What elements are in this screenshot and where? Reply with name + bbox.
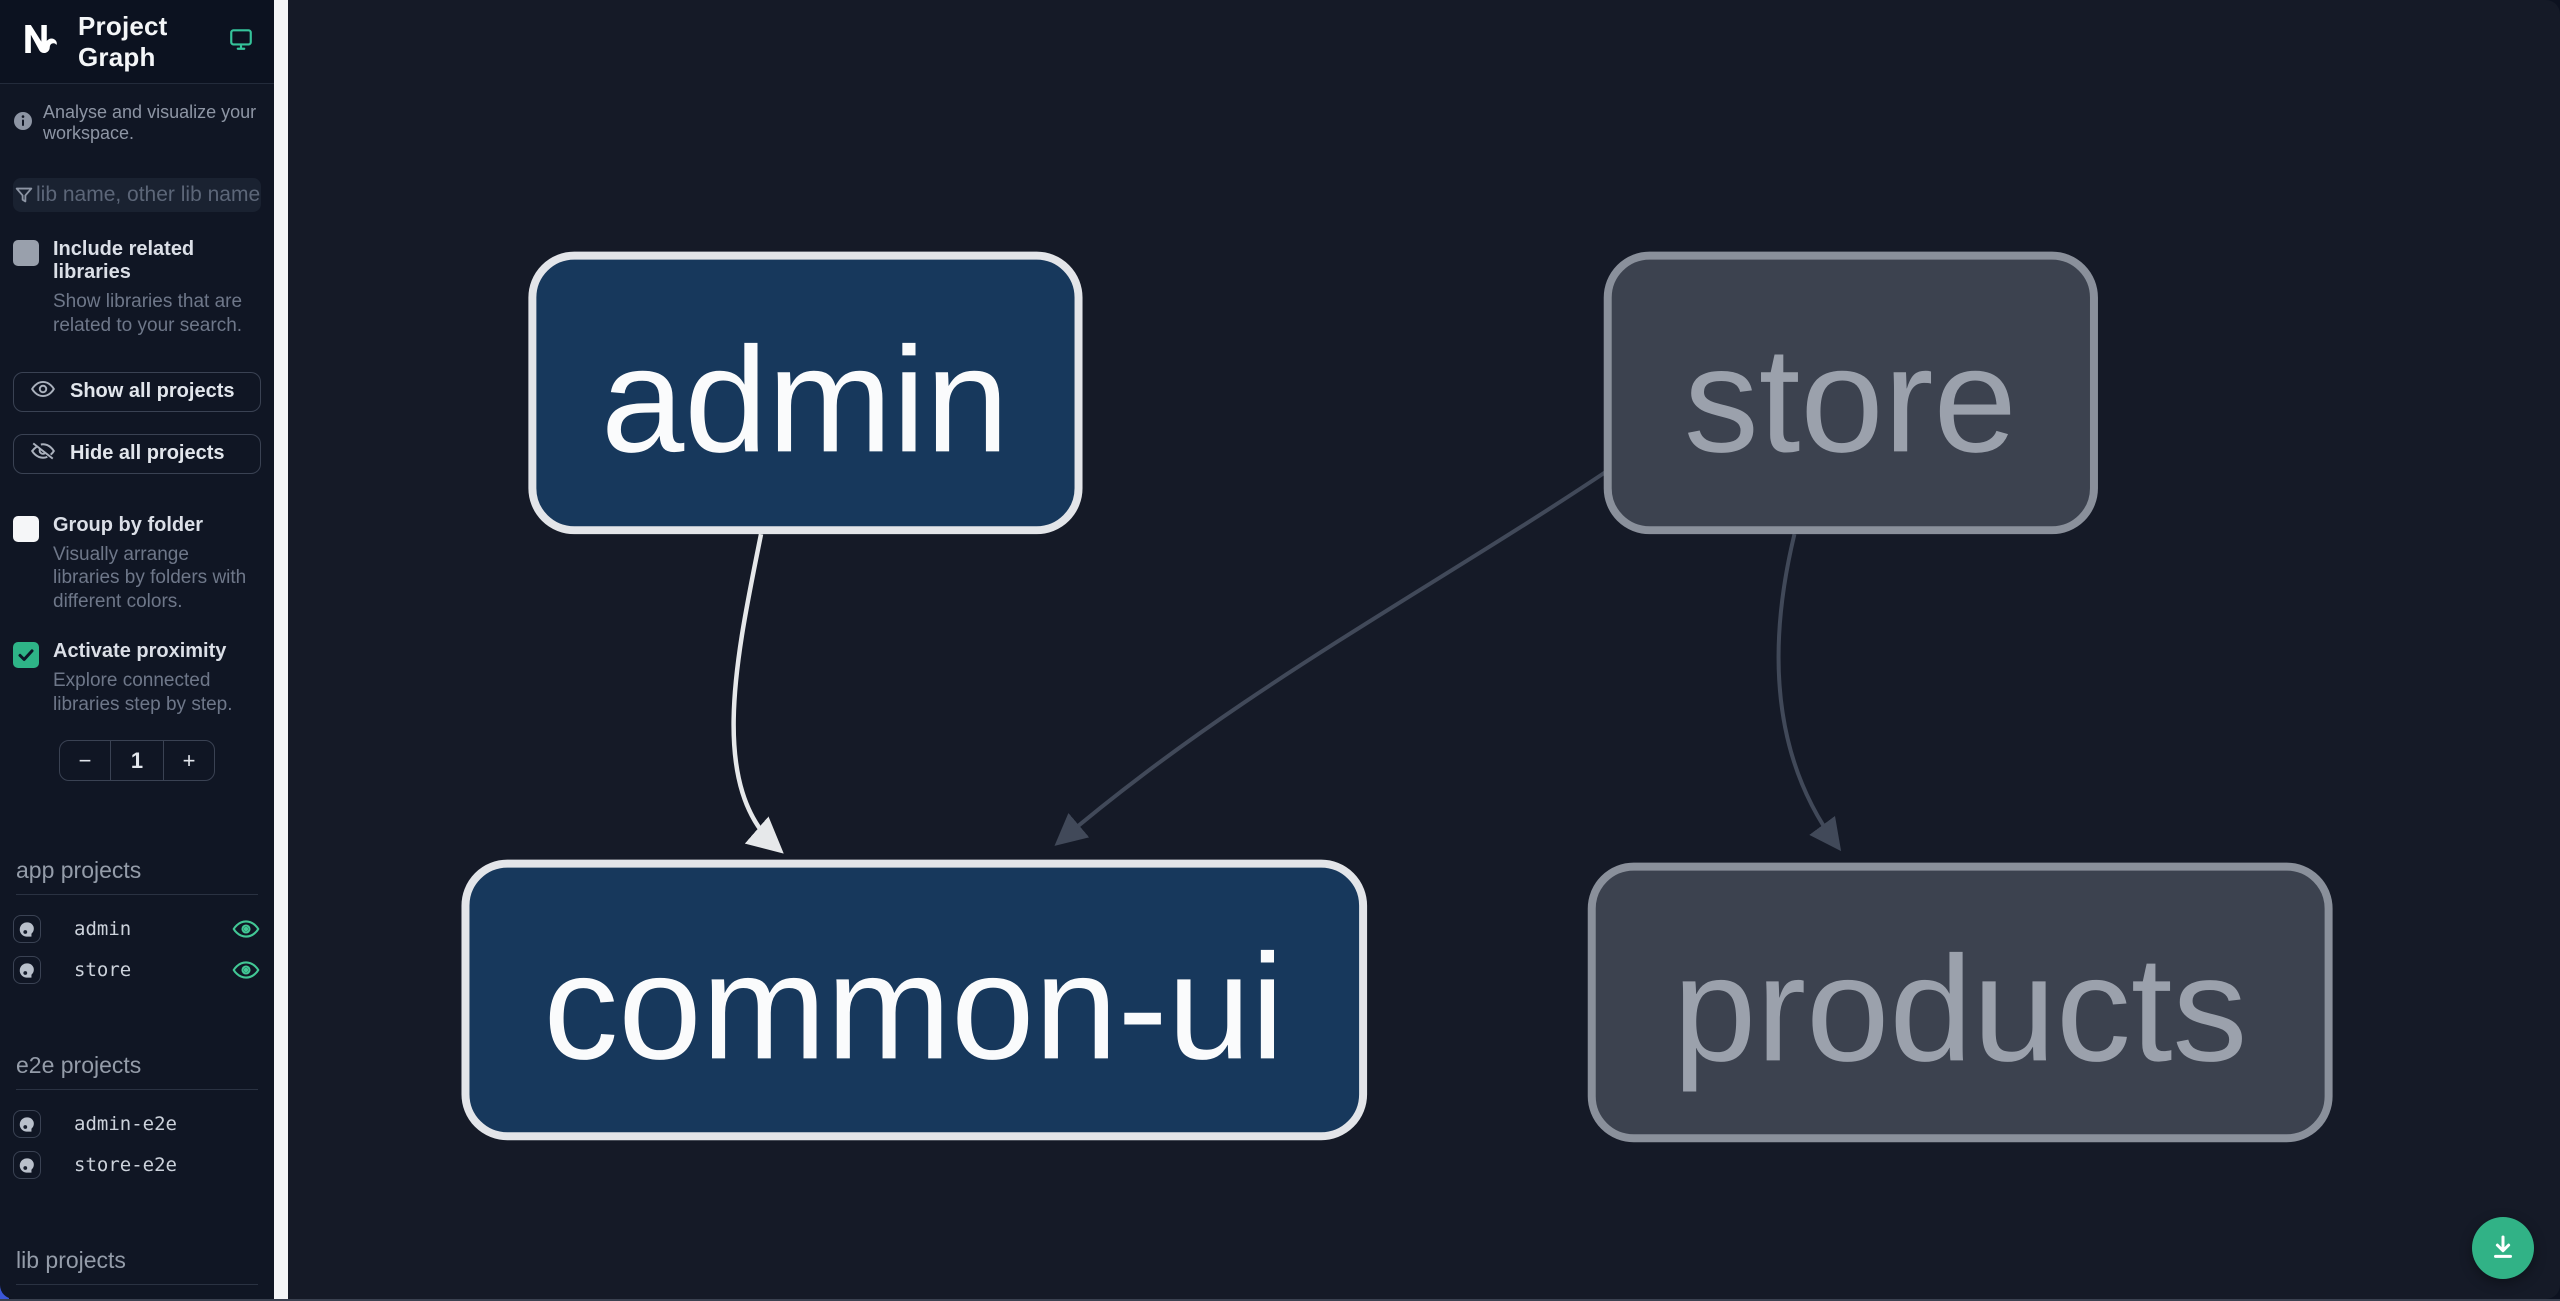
include-related-description: Show libraries that are related to your … [53,291,243,336]
app-title: Project Graph [78,10,168,72]
tagline-row: Analyse and visualize your workspace. [13,102,261,144]
group-by-folder-checkbox[interactable] [13,515,39,542]
proximity-increment-button[interactable]: + [182,747,196,773]
focus-project-button[interactable] [13,915,41,944]
focus-project-button[interactable] [13,1110,41,1139]
group-by-folder-label: Group by folder [53,513,203,536]
project-section: e2e projects admin-e2e [13,1052,261,1185]
show-all-projects-button[interactable]: Show all projects [13,371,261,412]
sidebar: Project Graph Analyse and visualize your [0,0,274,1299]
project-row: store-e2e [13,1145,261,1185]
node-label-store: store [1684,315,2017,483]
project-row: admin [13,909,261,949]
section-title: lib projects [16,1247,258,1286]
edge-admin-to-common-ui[interactable] [731,533,784,854]
info-icon [13,111,33,136]
project-row: admin-e2e [13,1104,261,1144]
download-graph-button[interactable] [2472,1217,2534,1279]
include-related-row: Include related libraries Show libraries… [13,238,261,338]
edge-store-to-products[interactable] [1776,533,1842,852]
nx-logo [20,18,62,65]
graph-node-store[interactable]: store [1603,251,2098,535]
include-related-label: Include related libraries [53,238,195,283]
project-section: lib projects common-ui [13,1247,261,1299]
project-row: store [13,950,261,990]
sidebar-header: Project Graph [0,0,274,84]
section-title: app projects [16,857,258,896]
edge-store-to-common-ui[interactable] [1054,467,1611,846]
focus-project-button[interactable] [13,956,41,985]
show-all-projects-label: Show all projects [70,380,235,402]
project-graph-svg: admin store common-ui products [461,251,2333,1143]
hide-all-projects-button[interactable]: Hide all projects [13,433,261,474]
hide-all-projects-label: Hide all projects [70,442,225,464]
node-label-products: products [1673,924,2247,1092]
proximity-depth-value[interactable]: 1 [110,741,164,781]
toggle-visibility-eye-icon[interactable] [231,959,261,981]
eye-icon [30,376,56,408]
eye-off-icon [30,438,56,470]
toggle-visibility-eye-icon[interactable] [231,918,261,940]
sidebar-resize-gutter[interactable] [274,0,288,1299]
tagline-text: Analyse and visualize your workspace. [43,102,257,143]
include-related-checkbox[interactable] [13,240,39,266]
project-sections: app projects admin [13,857,261,1299]
monitor-icon [228,26,254,57]
filter-input[interactable] [36,178,261,212]
group-by-folder-row: Group by folder Visually arrange librari… [13,514,261,614]
section-title: e2e projects [16,1052,258,1091]
group-by-folder-description: Visually arrange libraries by folders wi… [53,543,247,613]
project-section: app projects admin [13,857,261,990]
proximity-depth-stepper: − 1 + [59,740,215,782]
project-name: admin-e2e [74,1113,177,1136]
project-name: admin [74,918,132,941]
focus-project-button[interactable] [13,1151,41,1180]
node-label-common-ui: common-ui [543,922,1284,1090]
section-rows: admin store [13,909,261,990]
download-icon [2488,1232,2518,1265]
project-name: store-e2e [74,1154,177,1177]
activate-proximity-label: Activate proximity [53,639,227,662]
proximity-decrement-button[interactable]: − [78,747,92,773]
section-rows: admin-e2e store-e2e [13,1104,261,1185]
graph-canvas[interactable]: admin store common-ui products [288,0,2560,1299]
project-name: store [74,959,132,982]
activate-proximity-description: Explore connected libraries step by step… [53,669,233,715]
graph-node-admin[interactable]: admin [528,251,1083,535]
sidebar-content: Analyse and visualize your workspace. In… [0,84,274,1299]
node-label-admin: admin [601,315,1009,483]
filter-box [13,178,261,212]
activate-proximity-row: Activate proximity Explore connected lib… [13,640,261,717]
graph-node-products[interactable]: products [1587,862,2333,1143]
activate-proximity-checkbox[interactable] [13,641,39,668]
filter-funnel-icon [13,178,36,212]
graph-node-common-ui[interactable]: common-ui [461,859,1368,1141]
